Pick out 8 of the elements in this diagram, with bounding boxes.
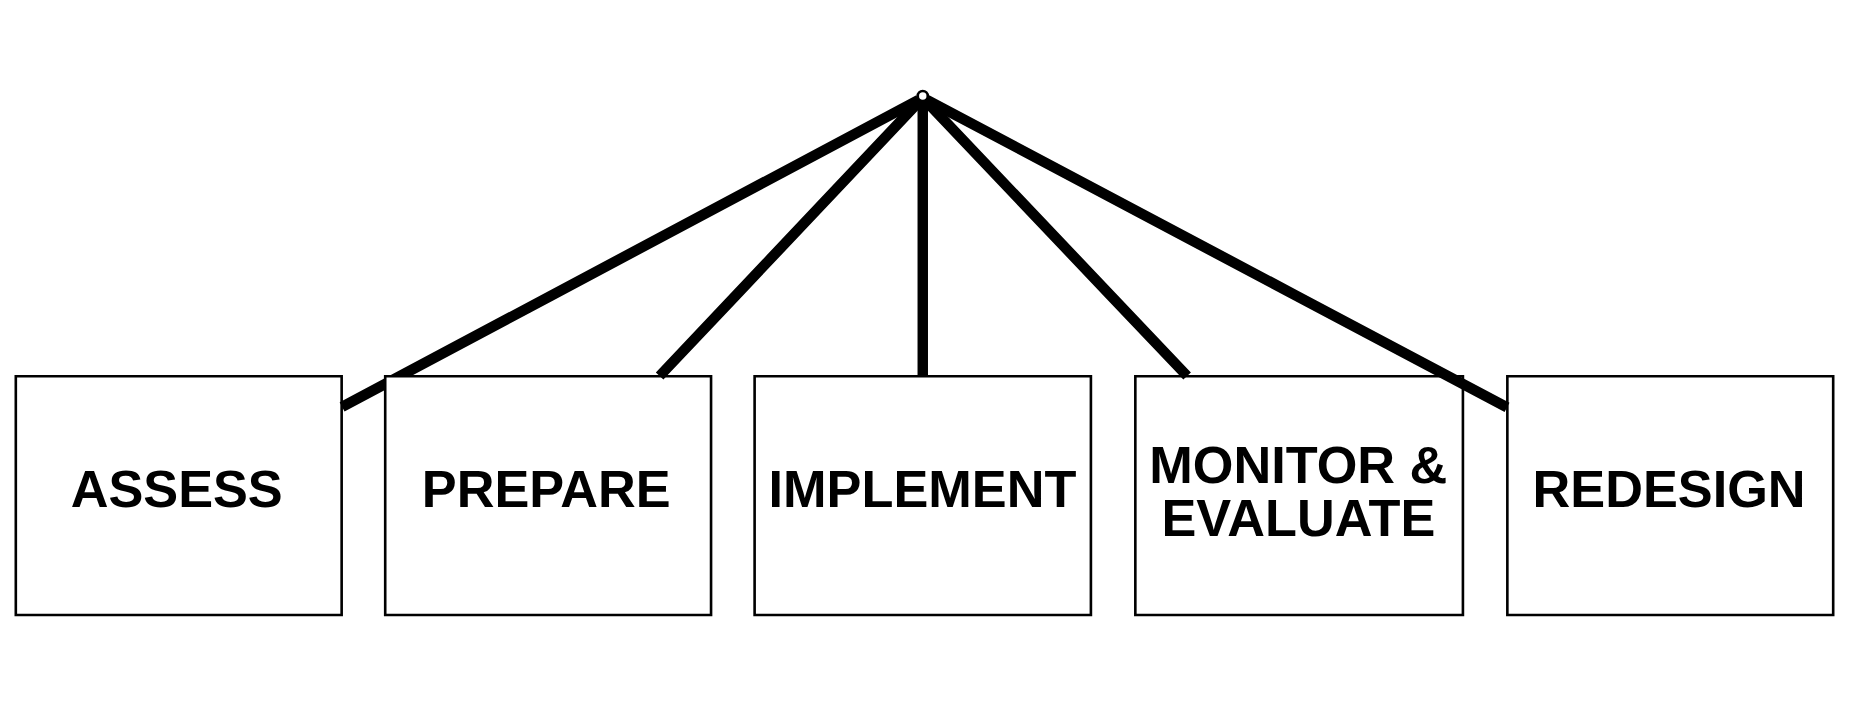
- node-box: PREPARE: [383, 375, 713, 617]
- node-box: REDESIGN: [1506, 375, 1835, 617]
- node-box: ASSESS: [14, 375, 343, 617]
- connector: [339, 95, 922, 412]
- connector: [917, 101, 928, 376]
- node-box: IMPLEMENT: [753, 375, 1093, 617]
- node-point: [916, 89, 930, 103]
- node-box: MONITOR & EVALUATE: [1134, 375, 1465, 617]
